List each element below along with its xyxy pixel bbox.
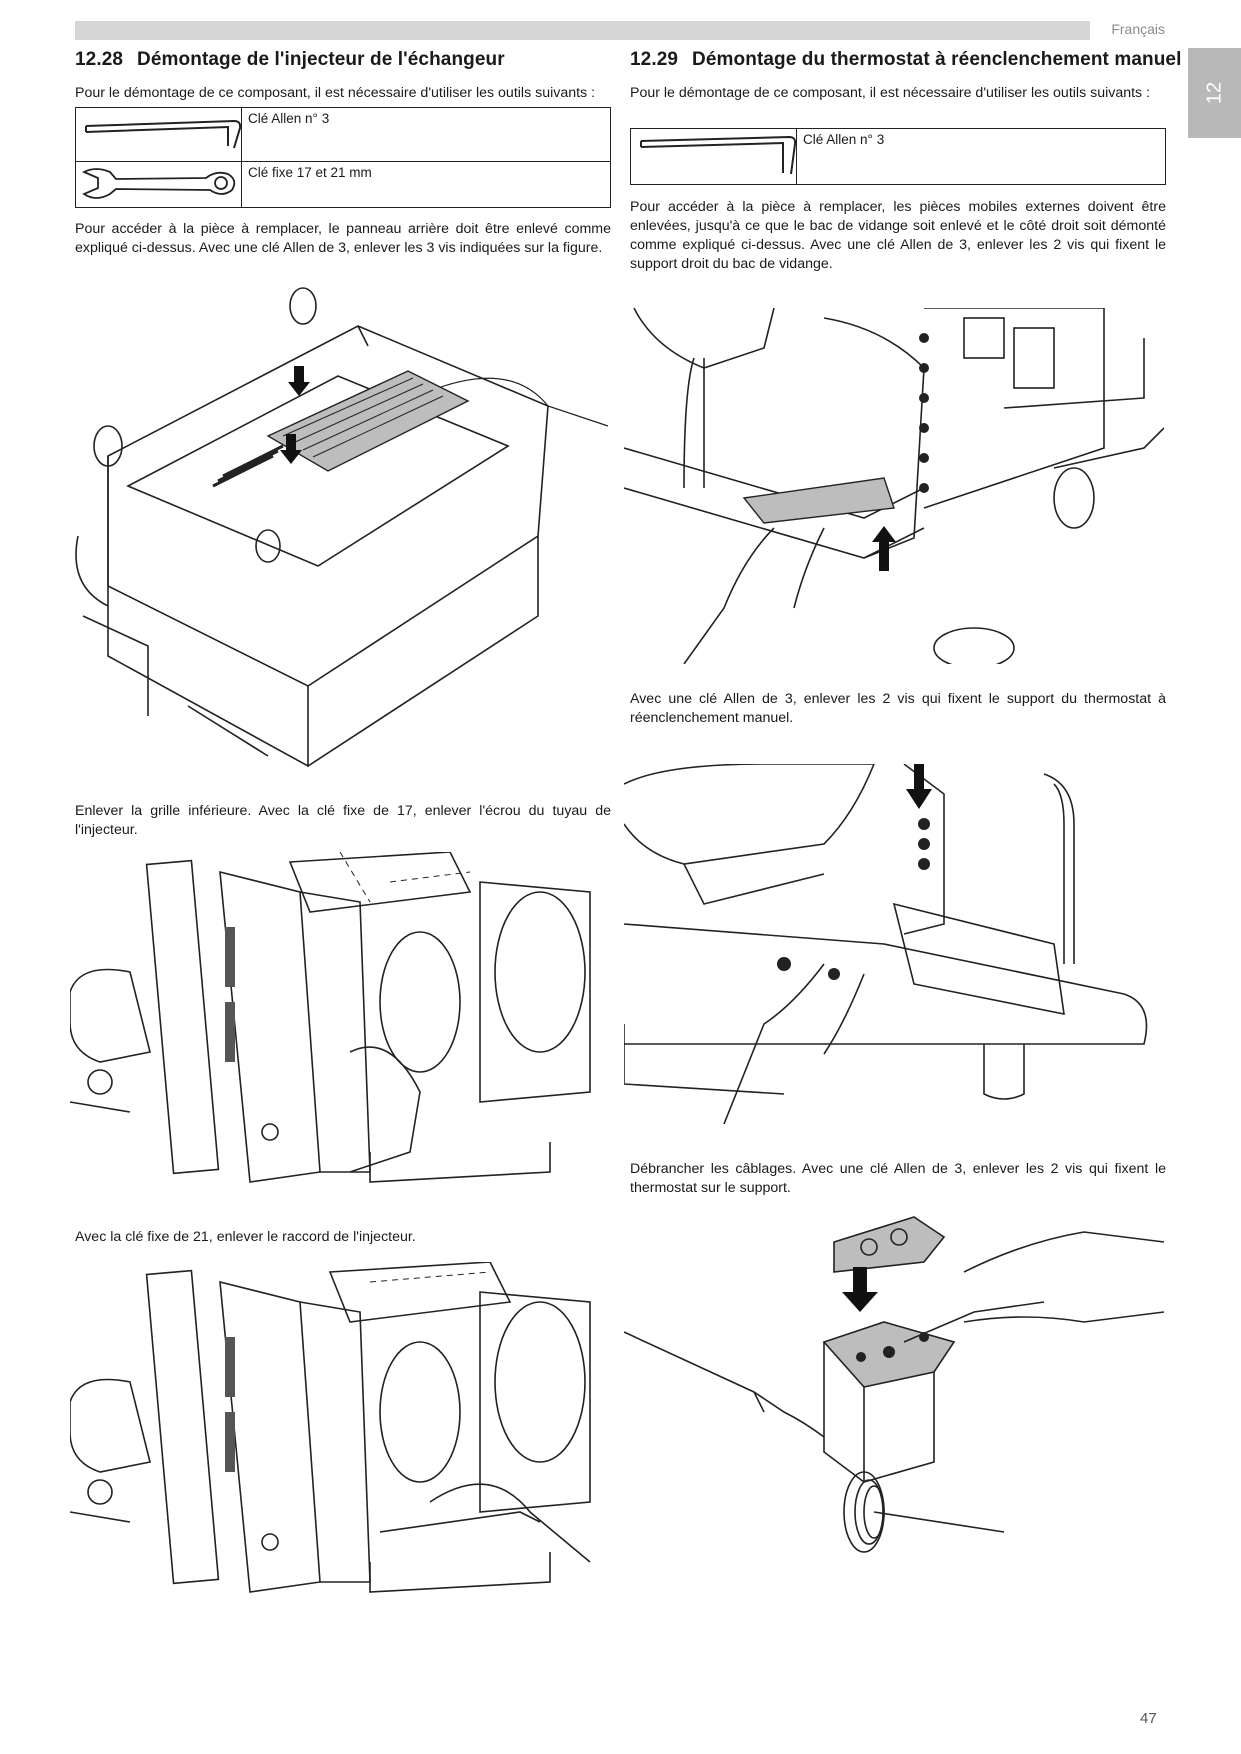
right-intro: Pour le démontage de ce composant, il es… xyxy=(630,85,1151,101)
tool-row: Clé Allen n° 3 xyxy=(630,128,1166,185)
tool-label: Clé Allen n° 3 xyxy=(796,128,1166,185)
right-paragraph-2: Avec une clé Allen de 3, enlever les 2 v… xyxy=(630,691,1166,726)
tool-label: Clé fixe 17 et 21 mm xyxy=(241,161,611,208)
figure-injector-nut xyxy=(70,852,605,1210)
header-bar xyxy=(75,21,1090,40)
allen-key-icon xyxy=(630,128,797,185)
tool-row: Clé Allen n° 3 xyxy=(75,107,611,162)
chapter-tab: 12 xyxy=(1188,48,1241,138)
right-tools-table: Clé Allen n° 3 xyxy=(630,128,1166,185)
left-tools-table: Clé Allen n° 3 Clé fixe 17 et 21 mm xyxy=(75,107,611,208)
page-number: 47 xyxy=(1140,1710,1157,1727)
allen-key-icon xyxy=(75,107,242,162)
right-paragraph-1: Pour accéder à la pièce à remplacer, les… xyxy=(630,199,1166,272)
figure-thermostat-removal xyxy=(624,1212,1164,1582)
tool-label: Clé Allen n° 3 xyxy=(241,107,611,162)
left-paragraph-1: Pour accéder à la pièce à remplacer, le … xyxy=(75,221,611,256)
right-paragraph-3: Débrancher les câblages. Avec une clé Al… xyxy=(630,1161,1166,1196)
figure-thermostat-support-screws xyxy=(624,764,1164,1124)
chapter-tab-number: 12 xyxy=(1203,81,1225,105)
left-paragraph-3: Avec la clé fixe de 21, enlever le racco… xyxy=(75,1229,416,1245)
tool-row: Clé fixe 17 et 21 mm xyxy=(75,161,611,208)
language-label: Français xyxy=(1111,21,1165,37)
left-intro: Pour le démontage de ce composant, il es… xyxy=(75,85,596,101)
wrench-icon xyxy=(75,161,242,208)
figure-drain-support-screws xyxy=(624,308,1164,664)
left-paragraph-2: Enlever la grille inférieure. Avec la cl… xyxy=(75,803,611,838)
figure-injector-fitting xyxy=(70,1262,605,1620)
figure-rear-grille-screws xyxy=(68,286,611,788)
